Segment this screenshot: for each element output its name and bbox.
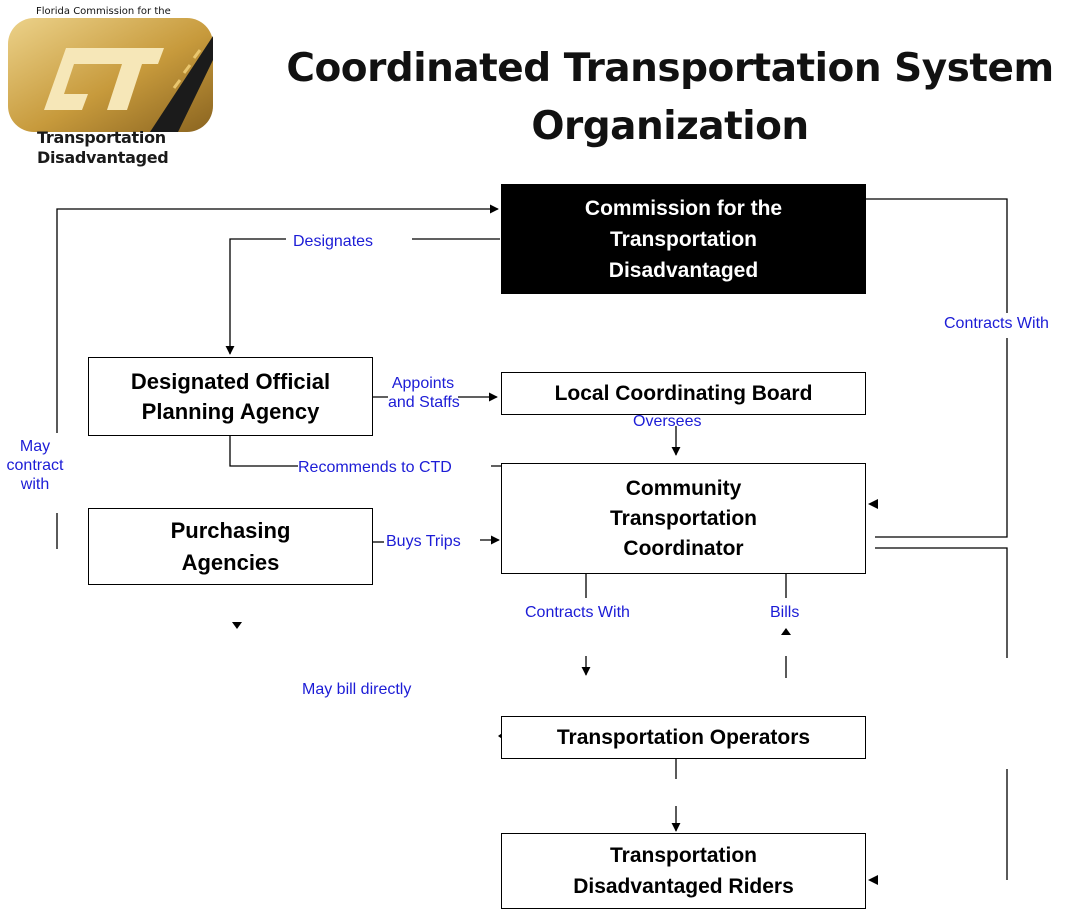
ctc-riders-line-top [875,547,1008,658]
label-designates: Designates [293,232,374,251]
ctc-box: Community Transportation Coordinator [501,463,866,574]
operators-box: Transportation Operators [501,716,866,759]
ctc-line3: Coordinator [623,536,744,560]
designates-line-left [225,238,286,355]
arrowhead-riders-right [868,875,878,885]
riders-box: Transportation Disadvantaged Riders [501,833,866,909]
contracts-line-top [866,198,1008,313]
ctc-line2: Transportation [609,506,757,530]
purchasing-line1: Purchasing [170,517,291,543]
label-may-contract-line1: May [19,438,51,455]
logo-wordmark: Transportation Disadvantaged [37,128,212,168]
may-contract-line-top [56,204,499,433]
page-title-line1: Coordinated Transportation System [286,46,1054,91]
riders-line1: Transportation [609,844,757,867]
ctd-box: Commission for the Transportation Disadv… [501,184,866,294]
operators-line1: Transportation Operators [556,725,811,749]
page-title: Coordinated Transportation System Organi… [270,40,1070,156]
lcb-box: Local Coordinating Board [501,372,866,415]
label-oversees: Oversees [633,413,702,430]
ctd-line1: Commission for the [584,196,783,220]
label-appoints-line2: and Staffs [388,394,460,411]
label-buys-trips: Buys Trips [386,532,461,551]
label-may-contract-with: May contract with [0,437,70,494]
purchasing-line2: Agencies [181,549,280,575]
recommends-line-left [229,436,298,467]
purchasing-box: Purchasing Agencies [88,508,373,585]
dopa-line1: Designated Official [130,368,331,394]
logo-caption: Florida Commission for the [36,6,171,17]
label-may-contract-line3: with [20,476,50,493]
lcb-line1: Local Coordinating Board [554,381,813,405]
label-may-contract-line2: contract [6,457,64,474]
label-contracts-with-ctd: Contracts With [944,314,1049,333]
arrowhead-bills-up [781,628,791,635]
label-recommends-to-ctd: Recommends to CTD [298,458,452,477]
label-bills: Bills [770,604,800,621]
ctd-line3: Disadvantaged [608,258,759,282]
logo-wordmark-line1: Transportation [37,128,166,147]
label-contracts-with-operators: Contracts With [525,603,630,622]
dopa-box: Designated Official Planning Agency [88,357,373,436]
logo-wordmark-line2: Disadvantaged [37,148,169,167]
ctd-line2: Transportation [609,227,757,251]
ctd-logo-icon [8,18,213,132]
page-title-line2: Organization [531,104,809,149]
arrowhead-purchasing-down [232,622,242,629]
ctc-line1: Community [625,476,742,500]
contracts-line-bottom [875,338,1008,538]
arrowhead-ctc-left [868,499,878,509]
label-may-bill-directly: May bill directly [302,680,412,699]
dopa-line2: Planning Agency [141,398,320,424]
label-appoints-and-staffs: Appoints and Staffs [388,374,460,412]
riders-line2: Disadvantaged Riders [573,875,794,898]
label-appoints-line1: Appoints [391,375,455,392]
